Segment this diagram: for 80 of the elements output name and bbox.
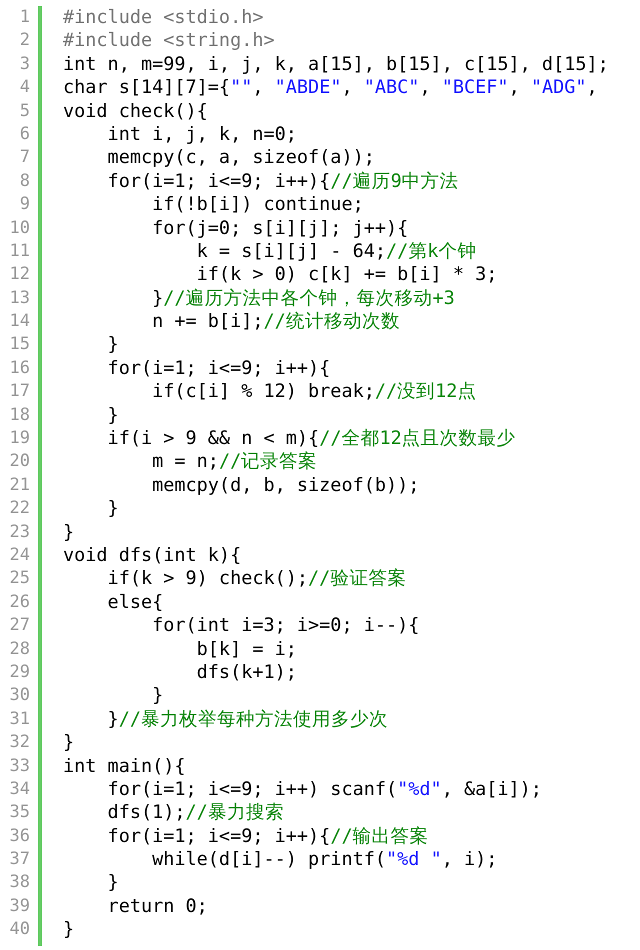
code-line: b[k] = i; [196,638,297,661]
code-line: if(!b[i]) continue; [151,193,364,217]
code-line: for(i=1; i<=9; i++){ [106,356,330,380]
line-number: 38 [8,871,30,894]
line-number: 10 [8,216,30,240]
line-number: 31 [8,708,30,731]
code-line: dfs(1);//暴力搜索 [106,801,284,825]
code-line: if(k > 0) c[k] += b[i] * 3; [196,263,498,287]
line-number: 29 [8,660,30,684]
line-number: 14 [8,310,30,334]
code-line: else{ [106,590,164,614]
line-number: 15 [8,333,30,356]
code-line: int i, j, k, n=0; [106,122,297,146]
code-line: } [106,871,119,895]
line-number: 16 [8,356,30,380]
code-line: m = n;//记录答案 [151,450,318,474]
line-number: 12 [8,263,30,286]
line-number: 33 [8,754,30,778]
line-number: 37 [8,848,30,872]
line-number: 28 [8,638,30,661]
line-number: 40 [8,918,30,942]
line-number: 6 [18,122,30,146]
line-number: 23 [8,520,30,544]
code-line: memcpy(d, b, sizeof(b)); [151,474,420,498]
line-number: 32 [8,731,30,754]
line-number: 5 [18,100,30,123]
code-line: memcpy(c, a, sizeof(a)); [106,146,375,170]
code-line: char s[14][7]={"", "ABDE", "ABC", "BCEF", "ADG", [63,76,598,100]
line-number: 13 [8,286,30,310]
line-number: 1 [18,6,30,29]
code-line: for(j=0; s[i][j]; j++){ [151,216,408,240]
code-line: }//遍历方法中各个钟，每次移动+3 [151,286,455,310]
code-line: #include <string.h> [63,29,275,53]
code-line: }//暴力枚举每种方法使用多少次 [106,708,388,732]
line-number: 19 [8,427,30,450]
line-number: 7 [18,146,30,170]
line-number: 18 [8,404,30,427]
line-number: 11 [8,240,30,263]
code-line: dfs(k+1); [196,660,297,684]
code-line: void dfs(int k){ [63,544,242,568]
code-line: void check(){ [63,100,208,123]
line-number: 35 [8,801,30,824]
line-number: 24 [8,544,30,567]
code-line: for(i=1; i<=9; i++){//遍历9中方法 [106,170,459,194]
code-line: } [63,520,74,544]
code-line: } [151,684,164,708]
code-line: n += b[i];//统计移动次数 [151,310,400,334]
line-number: 30 [8,684,30,708]
code-line: #include <stdio.h> [63,6,264,30]
line-number: 26 [8,590,30,614]
code-line: } [106,333,119,357]
code-line: } [63,731,74,754]
line-number: 9 [18,193,30,216]
code-line: int main(){ [63,754,186,778]
line-number: 20 [8,450,30,474]
line-number: 39 [8,894,30,918]
code-line: } [106,497,119,521]
line-number: 22 [8,497,30,520]
code-line: for(i=1; i<=9; i++) scanf("%d", &a[i]); [106,778,542,802]
code-line: } [63,918,74,942]
line-number: 3 [18,52,30,76]
line-number: 21 [8,474,30,497]
line-number: 34 [8,778,30,801]
code-line: } [106,404,119,428]
code-line: if(i > 9 && n < m){//全都12点且次数最少 [106,427,516,450]
line-number: 4 [18,76,30,100]
code-line: if(k > 9) check();//验证答案 [106,567,406,591]
code-line: return 0; [106,894,208,918]
line-number: 36 [8,824,30,848]
code-line: for(i=1; i<=9; i++){//输出答案 [106,824,429,848]
line-number: 8 [18,170,30,193]
line-number: 27 [8,614,30,638]
code-line: if(c[i] % 12) break;//没到12点 [151,380,476,404]
line-number: 25 [8,567,30,590]
code-line: while(d[i]--) printf("%d ", i); [151,848,498,872]
line-number: 2 [18,29,30,52]
code-line: int n, m=99, i, j, k, a[15], b[15], c[15], d[15]; [63,52,609,76]
code-line: k = s[i][j] - 64;//第k个钟 [196,240,476,264]
code-line: for(int i=3; i>=0; i--){ [151,614,420,638]
line-number: 17 [8,380,30,404]
